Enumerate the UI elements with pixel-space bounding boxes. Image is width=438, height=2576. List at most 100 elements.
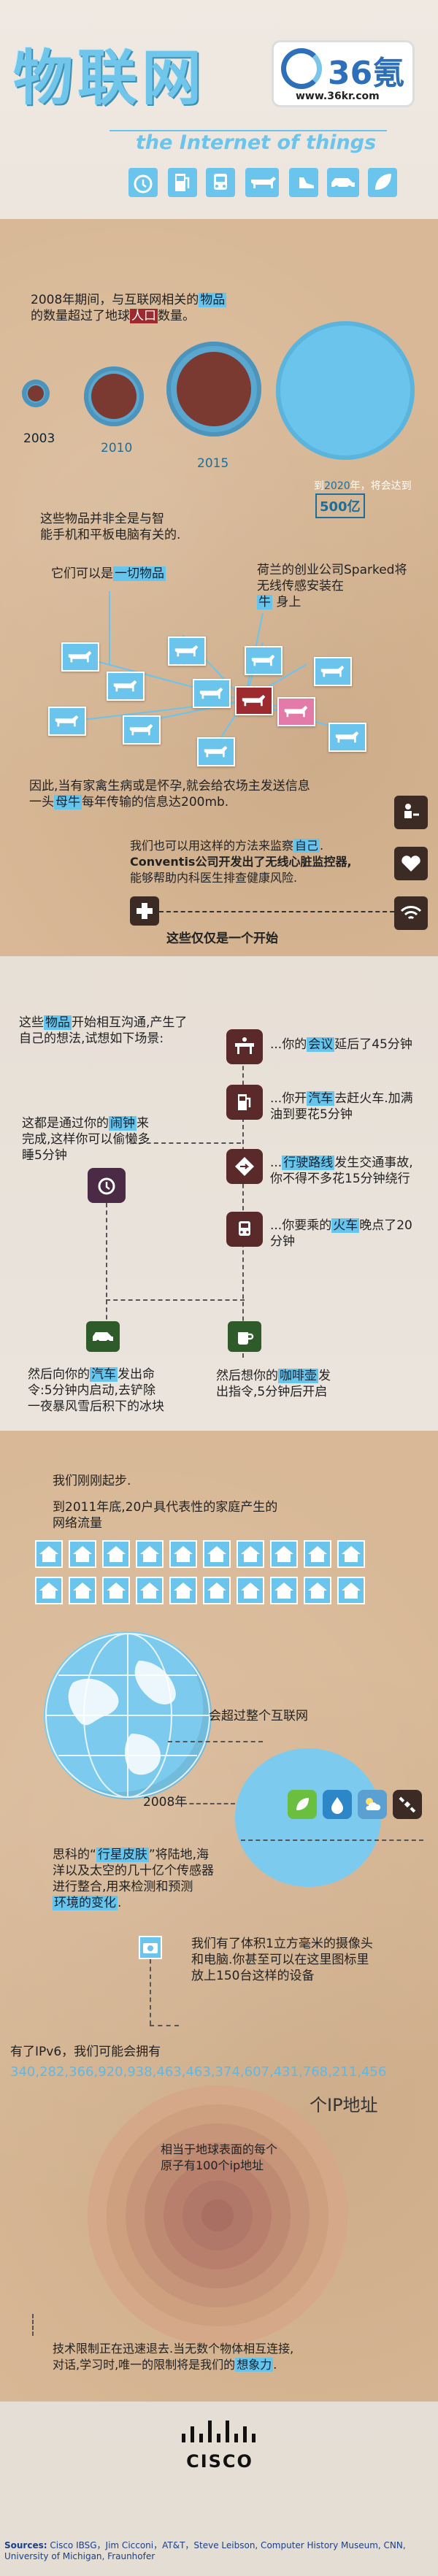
house-icon	[337, 1577, 365, 1604]
ip-address-rings	[86, 2084, 349, 2347]
weather-icon	[358, 1790, 387, 1819]
meeting-icon	[226, 1029, 263, 1064]
anything-text: 它们可以是一切物品	[51, 566, 166, 581]
circle-2010	[84, 366, 144, 426]
heart-icon	[394, 847, 428, 880]
car-start-icon	[86, 1321, 120, 1352]
circle-2015	[166, 342, 261, 437]
imagination-text: 技术限制正在迅速退去.当无数个物体相互连接, 对话,学习时,唯一的限制将是我们的…	[53, 2342, 294, 2372]
house-icon	[270, 1577, 298, 1604]
ipv6-text: 有了IPv6，我们可能会拥有	[10, 2045, 161, 2059]
alarm-branch	[106, 1299, 245, 1301]
house-icon	[203, 1540, 231, 1568]
year-2003: 2003	[23, 431, 55, 446]
cow-icon	[245, 168, 279, 197]
cow-node-pregnant	[277, 697, 315, 726]
conventis-text: 我们也可以用这样的方法来监察自己. Conventis公司开发出了无线心脏监控器…	[130, 839, 352, 885]
house-icon	[35, 1577, 63, 1604]
gas-pump-icon	[168, 168, 197, 197]
train-delay-icon	[226, 1212, 263, 1247]
cow-node	[193, 679, 231, 708]
year-2008: 2008年	[143, 1795, 188, 1810]
subtitle-rule	[110, 130, 387, 131]
forecast-text: 到2020年，将会达到	[314, 480, 412, 492]
just-starting-text: 我们刚刚起步.	[53, 1474, 131, 1488]
home-traffic-text: 到2011年底,20户具代表性的家庭产生的网络流量	[53, 1500, 278, 1531]
car-start-text: 然后向你的汽车发出命 令:5分钟内启动,去铲除 一夜暴风雪后积下的冰块	[28, 1367, 164, 1414]
cow-node	[48, 707, 86, 736]
house-icon	[304, 1540, 331, 1568]
water-drop-icon	[323, 1790, 352, 1819]
house-icon	[69, 1540, 96, 1568]
house-icon	[237, 1577, 264, 1604]
camera-connector	[150, 1959, 151, 2025]
forecast-value: 500亿	[315, 493, 365, 518]
cow-node	[328, 723, 366, 752]
detour-sign-icon	[226, 1149, 263, 1184]
things-note: 这些物品并非全是与智能手机和平板电脑有关的.	[40, 512, 181, 542]
house-icon	[169, 1540, 197, 1568]
globe-icon	[44, 1631, 212, 1799]
year-2010: 2010	[101, 441, 133, 455]
fuel-pump-icon	[226, 1085, 263, 1120]
logo-36kr[interactable]: 36氪 www.36kr.com	[272, 40, 415, 107]
logo-url: www.36kr.com	[296, 91, 380, 102]
leaf-sensor-icon	[288, 1790, 317, 1819]
cow-node	[123, 715, 161, 745]
house-icon	[169, 1577, 197, 1604]
logo-ring-icon	[281, 48, 322, 89]
house-icon	[136, 1540, 164, 1568]
cisco-logo[interactable]: CISCO	[180, 2416, 260, 2475]
cow-node	[245, 646, 283, 675]
scenario-intro: 这些物品开始相互沟通,产生了 自己的想法,试想如下场景:	[19, 1015, 188, 1046]
leaf-icon	[368, 168, 397, 197]
health-divider	[159, 911, 394, 912]
satellite-icon	[393, 1790, 422, 1819]
car-fuel-text: ...你开汽车去赶火车.加满 油到要花5分钟	[270, 1091, 413, 1122]
alarm-spine	[106, 1203, 107, 1334]
camera-icon	[139, 1936, 162, 1959]
exceed-internet-text: 会超过整个互联网	[209, 1709, 308, 1723]
ip-address-label: 个IP地址	[310, 2095, 378, 2115]
scenario-spine	[242, 1044, 244, 1358]
intro-text: 2008年期间，与互联网相关的物品 的数量超过了地球人口数量。	[31, 293, 227, 323]
house-icon	[102, 1577, 130, 1604]
planetary-skin-text: 思科的“行星皮肤”将陆地,海 洋以及太空的几十亿个传感器 进行整合,用来检测和预…	[53, 1848, 214, 1910]
camera-connector-h	[150, 2025, 179, 2026]
cow-node	[61, 642, 99, 672]
house-icon	[270, 1540, 298, 1568]
circle-2020	[276, 321, 415, 460]
heart-monitor-icon	[394, 796, 428, 829]
scenario-branch	[131, 1142, 241, 1144]
house-icon	[69, 1577, 96, 1604]
globe-connector	[168, 1741, 263, 1742]
houses-grid	[35, 1540, 378, 1610]
wifi-icon	[394, 896, 428, 930]
header-icon-row	[124, 159, 402, 203]
ipv6-number: 340,282,366,920,938,463,463,374,607,431,…	[10, 2064, 387, 2080]
sparked-text: 荷兰的创业公司Sparked将 无线传感安装在 牛 身上	[257, 563, 407, 610]
house-icon	[136, 1577, 164, 1604]
car-icon	[327, 168, 359, 197]
year-2015: 2015	[197, 456, 229, 471]
year-2008-connector	[182, 1803, 235, 1804]
alarm-clock-node-icon	[88, 1168, 126, 1203]
shoe-icon	[289, 168, 318, 197]
page-title: 物联网	[13, 44, 207, 113]
coffee-text: 然后想你的咖啡壶发 出指令,5分钟后开启	[216, 1369, 331, 1399]
alarm-clock-icon	[128, 168, 158, 197]
cow-node	[197, 737, 235, 766]
circle-2003	[22, 380, 50, 407]
medical-cross-icon	[130, 896, 159, 926]
logo-text: 36氪	[328, 55, 405, 92]
sources-text: Sources: Cisco IBSG，Jim Cicconi，AT&T，Ste…	[4, 2540, 406, 2561]
cisco-bars-icon	[182, 2421, 256, 2442]
planet-divider	[241, 1839, 423, 1841]
cow-node	[107, 672, 145, 701]
alarm-text: 这都是通过你的闹钟来 完成,这样你可以偷懒多 睡5分钟	[22, 1116, 150, 1163]
camera-text: 我们有了体积1立方毫米的摄像头 和电脑.你甚至可以在这里图标里 放上150台这样…	[191, 1937, 373, 1983]
route-text: ...行驶路线发生交通事故, 你不得不多花15分钟绕行	[270, 1156, 413, 1186]
house-icon	[337, 1540, 365, 1568]
house-icon	[304, 1577, 331, 1604]
